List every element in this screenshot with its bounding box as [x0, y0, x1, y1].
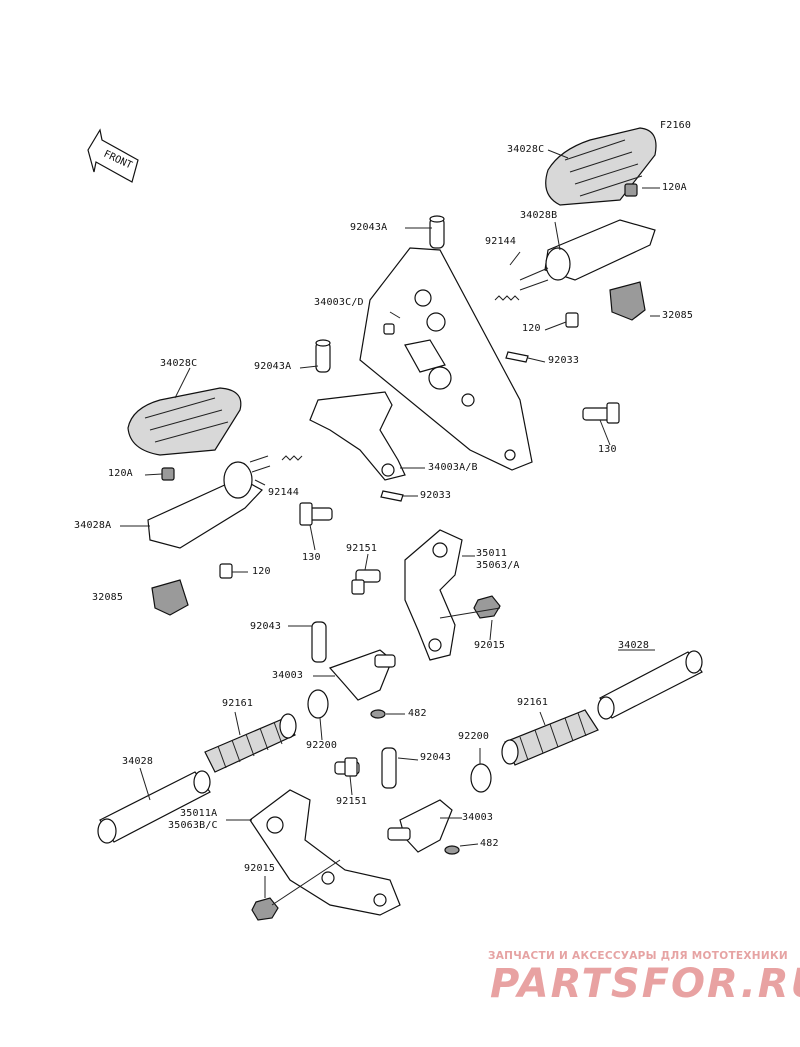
figure-code: F2160 [660, 120, 692, 131]
label-34028b: 34028B [520, 210, 558, 221]
footpeg-frame-34028a [147, 455, 271, 549]
label-32085-top: 32085 [662, 310, 694, 321]
label-92043-right: 92043 [420, 752, 452, 763]
pin-92043-left [311, 621, 327, 663]
label-482-top: 482 [408, 708, 427, 719]
label-92033-top: 92033 [548, 355, 580, 366]
label-120a-left: 120A [108, 468, 133, 479]
bolt-92151-bottom [334, 757, 360, 777]
label-92161-left: 92161 [222, 698, 254, 709]
label-92151-top: 92151 [346, 543, 378, 554]
bracket-34003ab [309, 391, 406, 481]
bolt-92151-top [351, 569, 381, 595]
label-120-top: 120 [522, 323, 541, 334]
label-32085-left: 32085 [92, 592, 124, 603]
label-130-right: 130 [598, 444, 617, 455]
label-92043a-top: 92043A [350, 222, 388, 233]
label-92151-bottom: 92151 [336, 796, 368, 807]
tube-34028-right [597, 650, 703, 720]
pin-92043a-mid [315, 339, 331, 373]
tube-34028-left [97, 770, 211, 844]
washer-92200-right [470, 763, 492, 793]
front-arrow-icon: FRONT [87, 128, 139, 183]
label-34028c-left: 34028C [160, 358, 198, 369]
watermark-logo: PARTSFOR.RU [490, 961, 800, 1007]
bolt-120-left [219, 563, 233, 579]
label-120-left: 120 [252, 566, 271, 577]
pin-92033-mid [380, 490, 404, 502]
washer-92200-left [307, 689, 329, 719]
spring-92144-top [494, 295, 520, 301]
bolt-120-top [565, 312, 579, 328]
nut-92015-left [251, 897, 279, 921]
footpeg-rubber-34028c-top [545, 127, 657, 206]
label-92200-right: 92200 [458, 731, 490, 742]
label-92015-right: 92015 [474, 640, 506, 651]
label-120a-top: 120A [662, 182, 687, 193]
label-92043a-mid: 92043A [254, 361, 292, 372]
slider-32085-left [151, 579, 189, 616]
label-35063a: 35063/A [476, 560, 520, 571]
bracket-35011a [249, 789, 401, 916]
label-35011a: 35011A [180, 808, 218, 819]
bracket-35011 [404, 529, 463, 661]
label-92161-right: 92161 [517, 697, 549, 708]
label-34028a: 34028A [74, 520, 112, 531]
clip-482-top [370, 709, 386, 719]
label-34028-left: 34028 [122, 756, 154, 767]
nut-92015-right [473, 595, 501, 619]
watermark-tagline: ЗАПЧАСТИ И АКСЕССУАРЫ ДЛЯ МОТОТЕХНИКИ [488, 950, 788, 962]
bolt-120a-left [161, 467, 175, 481]
pin-92043a-top [429, 215, 445, 249]
clip-482-bottom [444, 845, 460, 855]
label-34003ab: 34003A/B [428, 462, 478, 473]
label-34003-left: 34003 [272, 670, 304, 681]
footpeg-frame-34028b [519, 219, 656, 291]
slider-32085-top [609, 281, 646, 321]
label-92015-left: 92015 [244, 863, 276, 874]
label-130-left: 130 [302, 552, 321, 563]
label-34028c-top: 34028C [507, 144, 545, 155]
grip-92161-right [501, 709, 599, 766]
label-34028-right: 34028 [618, 640, 650, 651]
clevis-34003-right [387, 799, 453, 853]
label-35011: 35011 [476, 548, 508, 559]
label-482-bottom: 482 [480, 838, 499, 849]
label-92043-left: 92043 [250, 621, 282, 632]
label-92033-mid: 92033 [420, 490, 452, 501]
bolt-130-right [582, 402, 620, 424]
bolt-120-top-small [383, 323, 395, 335]
footpeg-rubber-34028c-left [127, 387, 242, 456]
clevis-34003-left [328, 649, 396, 701]
pin-92033-top [505, 351, 529, 363]
label-34003cd: 34003C/D [314, 297, 364, 308]
bracket-plate-34003cd [359, 247, 533, 471]
leader-lines [120, 149, 660, 906]
pin-92043-right [381, 747, 397, 789]
grip-92161-left [204, 713, 297, 773]
bolt-120a-top [624, 183, 638, 197]
label-92200-left: 92200 [306, 740, 338, 751]
label-34003-right: 34003 [462, 812, 494, 823]
label-92144-top: 92144 [485, 236, 517, 247]
label-92144-left: 92144 [268, 487, 300, 498]
spring-92144-left [281, 455, 303, 461]
label-35063bc: 35063B/C [168, 820, 218, 831]
bolt-130-left [299, 502, 333, 526]
